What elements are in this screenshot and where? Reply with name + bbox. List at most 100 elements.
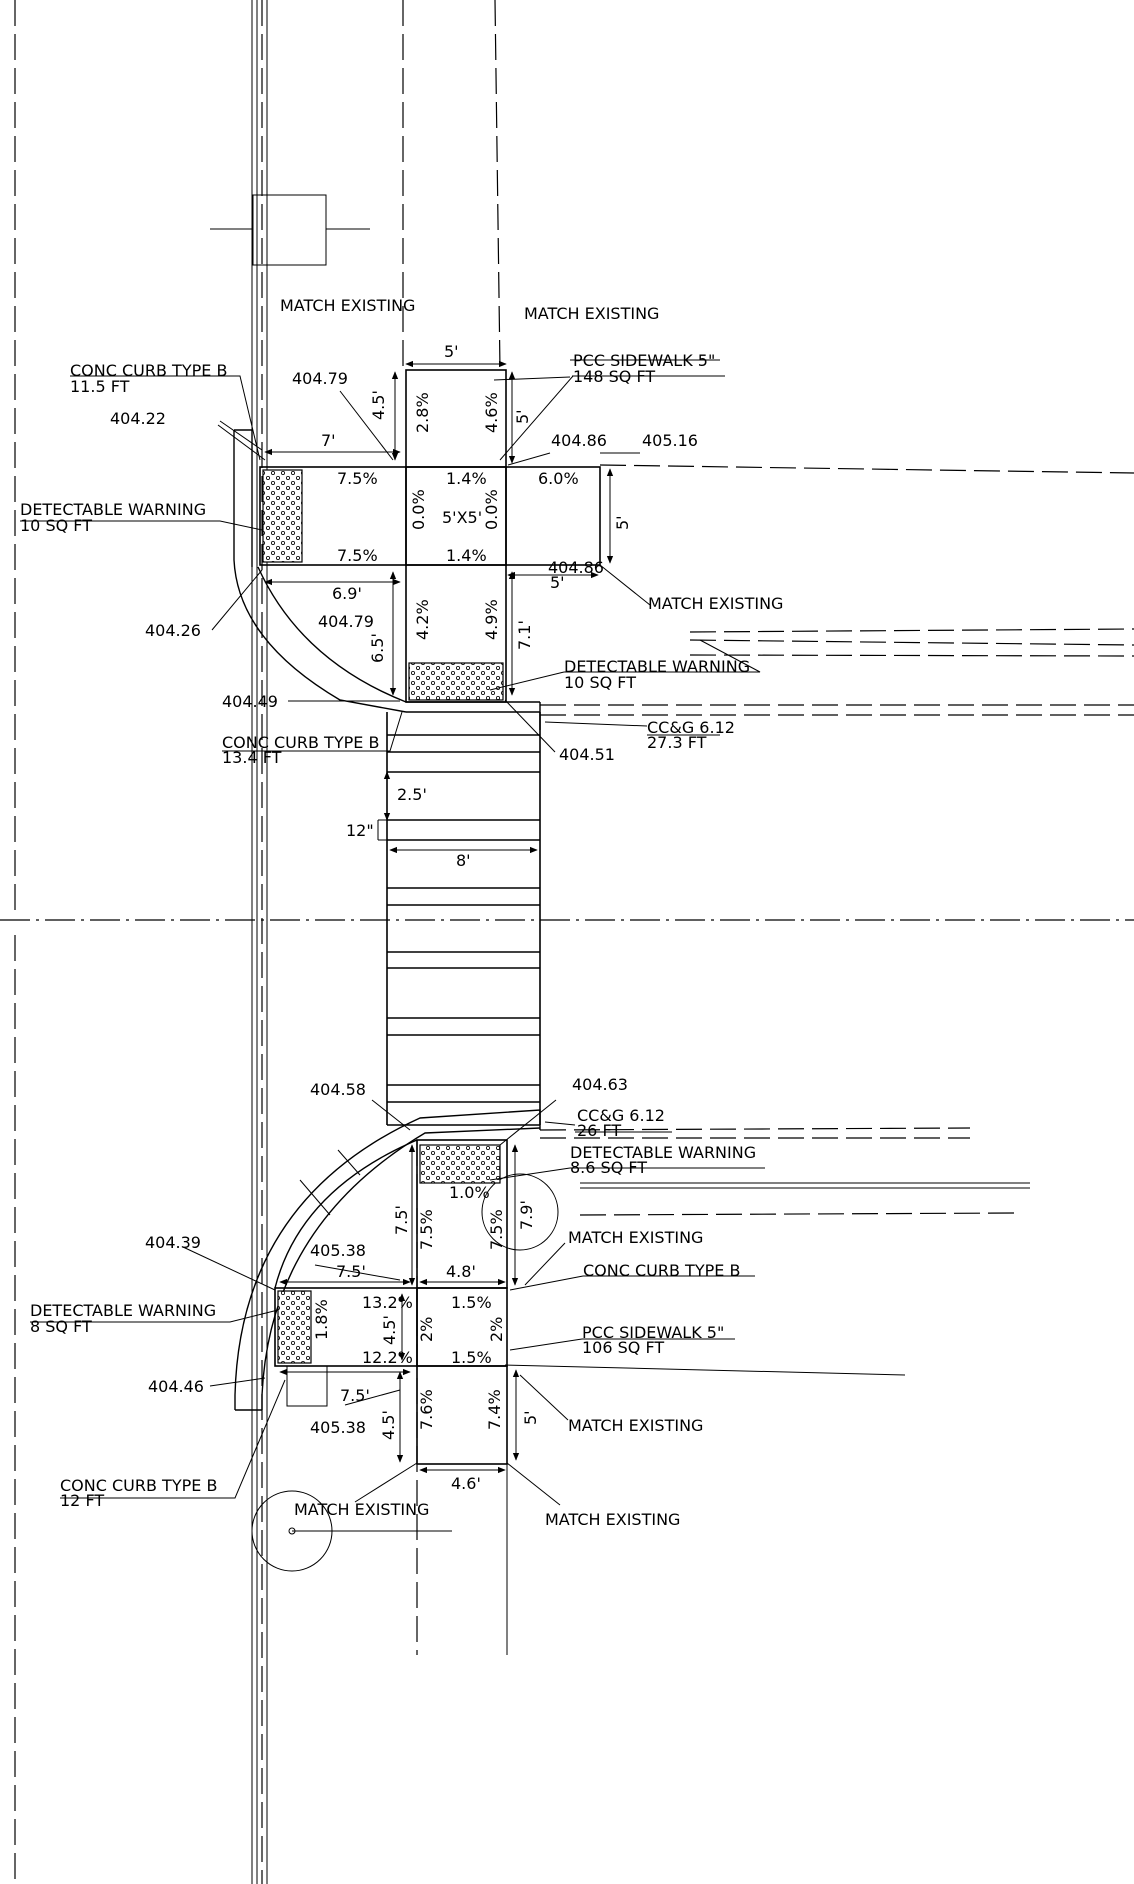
elev-label: 404.58 [310,1080,366,1099]
slope-label: 1.4% [446,469,487,488]
slope-label: 4.6% [482,392,501,433]
dim-ramp-length: 4.6' [451,1474,481,1493]
slope-label: 7.5% [487,1209,506,1250]
label-match-existing: MATCH EXISTING [524,304,659,323]
label-detectable-warning: DETECTABLE WARNING [20,500,206,519]
label-curb-type-title: CONC CURB TYPE B [60,1476,217,1495]
elev-label: 404.46 [148,1377,204,1396]
slope-label: 12.2% [362,1348,413,1367]
leader-lines [20,359,765,1506]
label-curb-type-length: 11.5 FT [70,377,130,396]
elev-label: 404.51 [559,745,615,764]
elev-label: 405.38 [310,1241,366,1260]
dim-ramp-length: 5' [613,515,632,530]
slope-label: 7.4% [485,1389,504,1430]
slope-label: 1.5% [451,1293,492,1312]
dim-ramp-length: 4.8' [446,1262,476,1281]
label-ccg-length: 27.3 FT [647,733,707,752]
dim-ramp-length: 7.5' [340,1386,370,1405]
elev-label: 404.86 [548,558,604,577]
top-curb-ramp [233,369,601,730]
dim-ramp-length: 7' [321,431,336,450]
dim-ramp-length: 5' [513,409,532,424]
crosswalk [386,712,541,1125]
elev-label: 404.79 [292,369,348,388]
label-sidewalk-title: PCC SIDEWALK 5" [573,351,715,370]
detectable-warning-pad [408,662,504,701]
dim-ramp-length: 4.5' [380,1315,399,1345]
label-curb-type-title: CONC CURB TYPE B [583,1261,740,1280]
slope-label: 1.0% [449,1183,490,1202]
dim-bar-spacing: 2.5' [397,785,427,804]
detectable-warning-pad [419,1144,501,1184]
dim-ramp-length: 4.5' [369,390,388,420]
dim-ramp-length: 6.5' [368,633,387,663]
label-sidewalk-area: 148 SQ FT [573,367,655,386]
label-curb-type-title: CONC CURB TYPE B [70,361,227,380]
label-match-existing: MATCH EXISTING [568,1228,703,1247]
label-detectable-warning-area: 10 SQ FT [564,673,636,692]
label-match-existing: MATCH EXISTING [648,594,783,613]
slope-label: 4.2% [413,599,432,640]
label-ccg: CC&G 6.12 [647,718,735,737]
slope-label: 2.8% [413,392,432,433]
slope-label: 4.9% [482,599,501,640]
dim-ramp-length: 7.9' [517,1200,536,1230]
dim-ramp-length: 7.5' [392,1205,411,1235]
elev-label: 404.26 [145,621,201,640]
label-detectable-warning: DETECTABLE WARNING [30,1301,216,1320]
bottom-labels: 404.58 404.63 CC&G 6.12 26 FT DETECTABLE… [30,1075,756,1529]
label-match-existing: MATCH EXISTING [568,1416,703,1435]
label-detectable-warning: DETECTABLE WARNING [564,657,750,676]
dim-crosswalk-width: 8' [456,851,471,870]
label-detectable-warning: DETECTABLE WARNING [570,1143,756,1162]
slope-label: 0.0% [409,489,428,530]
dim-ramp-length: 7.1' [515,620,534,650]
dim-ramp-length: 5' [550,573,565,592]
dim-ramp-length: 4.5' [379,1410,398,1440]
top-labels: MATCH EXISTING MATCH EXISTING 5' CONC CU… [20,296,783,767]
elev-label: 404.39 [145,1233,201,1252]
label-sidewalk-title: PCC SIDEWALK 5" [582,1323,724,1342]
slope-label: 1.4% [446,546,487,565]
label-landing: 5'X5' [442,508,482,527]
label-curb-type-length: 12 FT [60,1491,104,1510]
slope-label: 2% [417,1317,436,1342]
elev-label: 404.63 [572,1075,628,1094]
slope-label: 7.5% [337,546,378,565]
crosswalk-bars [387,734,540,1126]
label-match-existing: MATCH EXISTING [294,1500,429,1519]
slope-label: 1.5% [451,1348,492,1367]
label-sidewalk-area: 106 SQ FT [582,1338,664,1357]
dim-ramp-length: 5' [521,1410,540,1425]
slope-label: 7.6% [417,1389,436,1430]
elev-label: 405.16 [642,431,698,450]
elev-label: 404.86 [551,431,607,450]
bottom-curb-ramp [234,1109,541,1465]
label-match-existing: MATCH EXISTING [545,1510,680,1529]
label-ccg: CC&G 6.12 [577,1106,665,1125]
slope-label: 7.5% [417,1209,436,1250]
dim-ramp-length: 7.5' [336,1262,366,1281]
label-detectable-warning-area: 8 SQ FT [30,1317,92,1336]
slope-label: 6.0% [538,469,579,488]
slope-label: 2% [487,1317,506,1342]
dim-walk-width: 5' [444,342,459,361]
label-detectable-warning-area: 10 SQ FT [20,516,92,535]
label-match-existing: MATCH EXISTING [280,296,415,315]
slope-label: 7.5% [337,469,378,488]
dimension-lines [264,360,614,1474]
crosswalk-labels: 2.5' 12" 8' [346,785,471,870]
label-curb-type-title: CONC CURB TYPE B [222,733,379,752]
slope-label: 1.8% [312,1299,331,1340]
elev-label: 404.49 [222,692,278,711]
dim-ramp-length: 6.9' [332,584,362,603]
detectable-warning-pad [277,1290,312,1364]
dim-bar-width: 12" [346,821,374,840]
slope-label: 13.2% [362,1293,413,1312]
elev-label: 405.38 [310,1418,366,1437]
label-ccg-length: 26 FT [577,1121,621,1140]
label-curb-type-length: 13.4 FT [222,748,282,767]
